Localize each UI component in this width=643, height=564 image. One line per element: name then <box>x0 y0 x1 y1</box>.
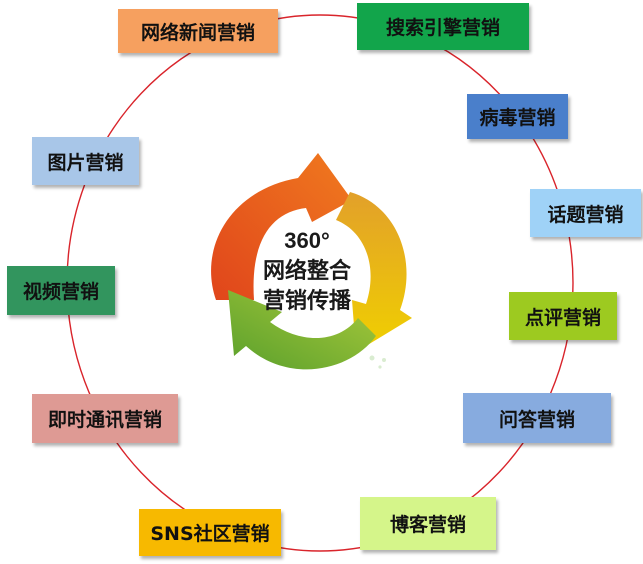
center-line-1: 360° <box>284 228 330 253</box>
item-search-engine: 搜索引擎营销 <box>357 3 529 50</box>
yellow-arrow <box>336 192 412 352</box>
item-im: 即时通讯营销 <box>32 394 178 443</box>
center-line-2: 网络整合 <box>262 258 351 283</box>
cycle-arrows <box>211 153 412 370</box>
decor-dot <box>378 365 382 369</box>
orange-arrow <box>211 153 352 300</box>
item-image: 图片营销 <box>32 137 139 185</box>
item-review: 点评营销 <box>509 292 617 340</box>
item-blog: 博客营销 <box>360 497 496 550</box>
item-sns: SNS社区营销 <box>139 509 281 556</box>
item-topic: 话题营销 <box>530 189 641 237</box>
green-arrow <box>228 290 376 370</box>
item-video: 视频营销 <box>7 266 115 315</box>
item-virus: 病毒营销 <box>467 94 568 139</box>
center-label: 360° 网络整合 营销传播 <box>252 226 362 316</box>
decor-dot <box>369 355 375 361</box>
center-line-3: 营销传播 <box>262 288 351 313</box>
item-qa: 问答营销 <box>463 393 611 443</box>
item-network-news: 网络新闻营销 <box>118 9 278 53</box>
decor-dot <box>382 358 386 362</box>
